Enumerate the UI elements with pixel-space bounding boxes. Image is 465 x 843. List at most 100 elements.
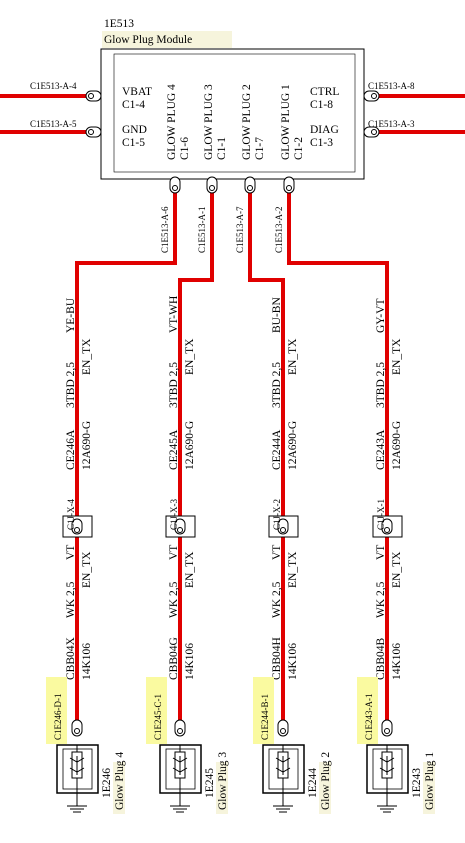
glow-plug-icon[interactable] (366, 744, 409, 813)
plug-connector-highlight (357, 677, 378, 744)
plug-id: 1E243 (411, 768, 423, 798)
module-pin-number: C1-6 (179, 137, 191, 160)
wire-glow-plug-2[interactable] (248, 190, 285, 722)
upper-wire-color: YE-BU (65, 297, 77, 333)
module-pin-label: GLOW PLUG 1 (280, 84, 292, 160)
circuit-glow-plug-3: GLOW PLUG 3 C1-1 C1E513-A-1 VT-WH 3TBD 2… (146, 84, 229, 814)
upper-circuit-id: CE243A (375, 429, 387, 470)
upper-wire-color: GY-VT (375, 299, 387, 334)
plug-connector-label: C1E243-A-1 (364, 694, 374, 741)
lower-harness: 14K106 (391, 643, 403, 680)
lower-wire-gauge: WK 2,5 (168, 581, 180, 618)
upper-wire-code: EN_TX (81, 338, 93, 375)
lower-wire-gauge: WK 2,5 (375, 581, 387, 618)
module-connector-pin[interactable] (283, 176, 295, 194)
pin-connector-vbat[interactable] (85, 90, 102, 102)
inline-connector-label: C1J-X-1 (376, 499, 386, 530)
module-pin-number: C1-1 (216, 137, 228, 160)
module-id: 1E513 (104, 18, 134, 30)
module-connector-pin[interactable] (169, 176, 181, 194)
upper-wire-gauge: 3TBD 2,5 (65, 362, 77, 408)
pin-number-vbat: C1-4 (122, 99, 145, 111)
pin-number-ctrl: C1-8 (310, 99, 333, 111)
upper-wire-gauge: 3TBD 2,5 (271, 362, 283, 408)
upper-circuit-id: CE244A (271, 429, 283, 470)
lower-circuit-id: CBB04X (65, 636, 77, 680)
upper-wire-code: EN_TX (287, 338, 299, 375)
inline-connector[interactable] (372, 515, 403, 538)
wire-glow-plug-4[interactable] (75, 190, 177, 722)
circuit-glow-plug-1: GLOW PLUG 1 C1-2 C1E513-A-2 GY-VT 3TBD 2… (274, 84, 436, 814)
lower-wire-code: EN_TX (391, 551, 403, 588)
module-pin-number: C1-7 (254, 137, 266, 160)
pin-label-ctrl: CTRL (310, 86, 339, 98)
lower-wire-color: VT (375, 545, 387, 560)
glow-plug-icon[interactable] (262, 744, 305, 813)
lower-wire-code: EN_TX (81, 551, 93, 588)
upper-wire-color: BU-BN (271, 297, 283, 333)
connector-label-diag: C1E513-A-3 (368, 119, 415, 129)
lower-circuit-id: CBB04H (271, 637, 283, 680)
module-connector-pin[interactable] (206, 176, 218, 194)
plug-id: 1E244 (307, 768, 319, 798)
wire-glow-plug-1[interactable] (287, 190, 389, 722)
lower-wire-code: EN_TX (287, 551, 299, 588)
plug-name-bg (319, 762, 331, 814)
module-box[interactable] (100, 48, 365, 180)
lower-harness: 14K106 (184, 643, 196, 680)
inline-connector[interactable] (62, 515, 93, 538)
plug-connector-highlight (253, 677, 274, 744)
lower-wire-gauge: WK 2,5 (65, 581, 77, 618)
upper-harness: 12A690-G (287, 421, 299, 470)
upper-circuit-id: CE246A (65, 429, 77, 470)
plug-id: 1E245 (204, 768, 216, 798)
inline-connector[interactable] (268, 515, 299, 538)
plug-name-bg (216, 762, 228, 814)
lower-wire-gauge: WK 2,5 (271, 581, 283, 618)
plug-name: Glow Plug 3 (217, 752, 229, 810)
lower-wire-color: VT (271, 545, 283, 560)
inline-connector[interactable] (165, 515, 196, 538)
plug-connector-pin[interactable] (71, 719, 83, 737)
plug-name: Glow Plug 1 (424, 752, 436, 810)
module-pin-number: C1-2 (293, 137, 305, 160)
lower-harness: 14K106 (287, 643, 299, 680)
wire-glow-plug-3[interactable] (178, 190, 214, 722)
plug-connector-pin[interactable] (381, 719, 393, 737)
pin-number-gnd: C1-5 (122, 137, 145, 149)
pin-label-vbat: VBAT (122, 86, 152, 98)
plug-connector-highlight (46, 677, 67, 744)
inline-connector-label: C1J-X-2 (272, 499, 282, 530)
lower-harness: 14K106 (81, 643, 93, 680)
upper-wire-color: VT-WH (168, 296, 180, 333)
plug-name-bg (423, 762, 435, 814)
lower-wire-color: VT (65, 545, 77, 560)
pin-label-diag: DIAG (310, 124, 339, 136)
pin-connector-gnd[interactable] (85, 126, 102, 138)
pin-label-gnd: GND (122, 124, 147, 136)
plug-connector-pin[interactable] (174, 719, 186, 737)
inline-connector-label: C1J-X-3 (169, 499, 179, 530)
module-connector-pin[interactable] (244, 176, 256, 194)
lower-circuit-id: CBB04G (168, 637, 180, 680)
upper-harness: 12A690-G (184, 421, 196, 470)
plug-connector-label: C1E244-B-1 (260, 694, 270, 740)
module-inner-frame (113, 53, 356, 173)
upper-harness: 12A690-G (391, 421, 403, 470)
glow-plug-icon[interactable] (159, 744, 202, 813)
module-connector-label: C1E513-A-7 (235, 206, 245, 253)
module-connector-label: C1E513-A-2 (274, 207, 284, 254)
pin-connector-diag[interactable] (363, 126, 380, 138)
upper-wire-code: EN_TX (184, 338, 196, 375)
pin-connector-ctrl[interactable] (363, 90, 380, 102)
circuit-glow-plug-2: GLOW PLUG 2 C1-7 C1E513-A-7 BU-BN 3TBD 2… (235, 84, 332, 814)
module-name: Glow Plug Module (104, 34, 192, 46)
plug-id: 1E246 (101, 768, 113, 798)
module-pin-label: GLOW PLUG 2 (241, 84, 253, 160)
module-connector-label: C1E513-A-1 (197, 207, 207, 254)
plug-connector-pin[interactable] (277, 719, 289, 737)
glow-plug-icon[interactable] (56, 744, 99, 813)
upper-harness: 12A690-G (81, 421, 93, 470)
inline-connector-label: C1J-X-4 (66, 499, 76, 530)
